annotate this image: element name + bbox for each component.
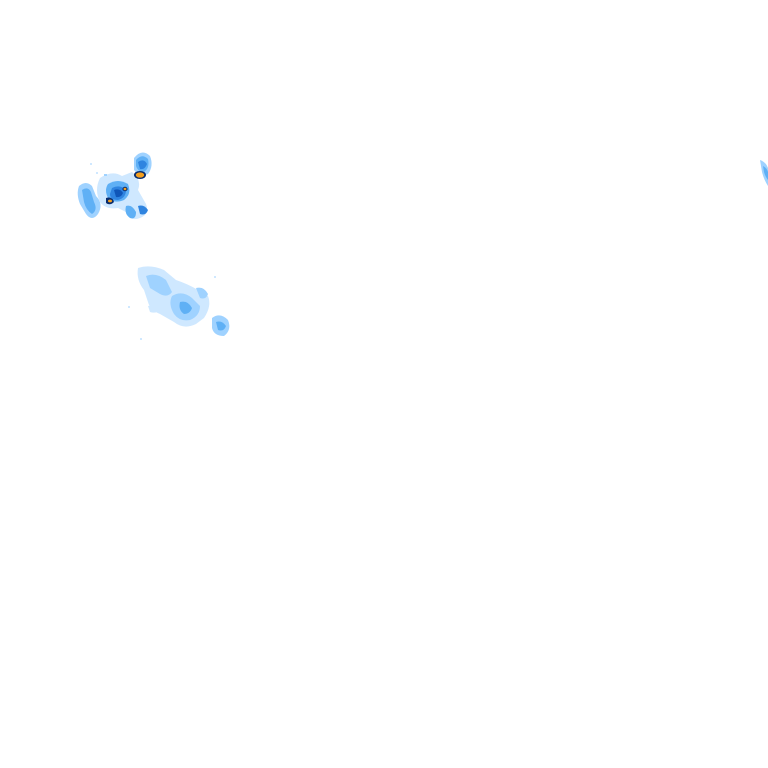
- echo-cell: [146, 274, 172, 296]
- echo-speck: [214, 276, 216, 278]
- echo-band-central[interactable]: [128, 266, 230, 340]
- echo-speck: [90, 163, 92, 165]
- echo-cell: [763, 166, 768, 180]
- echo-cell: [760, 160, 768, 186]
- echo-cell: [125, 205, 136, 219]
- echo-speck: [128, 306, 130, 308]
- echo-cluster-northwest[interactable]: [77, 152, 152, 220]
- echo-cell: [196, 287, 208, 299]
- echo-cell: [82, 188, 96, 214]
- echo-cell: [138, 160, 147, 170]
- echo-edge-east[interactable]: [760, 160, 768, 186]
- echo-speck: [140, 338, 142, 340]
- echo-cell: [216, 321, 226, 331]
- intense-cell: [135, 172, 145, 178]
- echo-speck: [104, 174, 107, 176]
- echo-cell: [179, 301, 192, 314]
- echo-speck: [96, 172, 98, 174]
- intense-cell: [123, 187, 127, 191]
- echo-cell: [114, 189, 123, 198]
- echo-cell: [138, 205, 148, 215]
- echo-cell: [148, 305, 160, 313]
- intense-cell: [108, 199, 112, 203]
